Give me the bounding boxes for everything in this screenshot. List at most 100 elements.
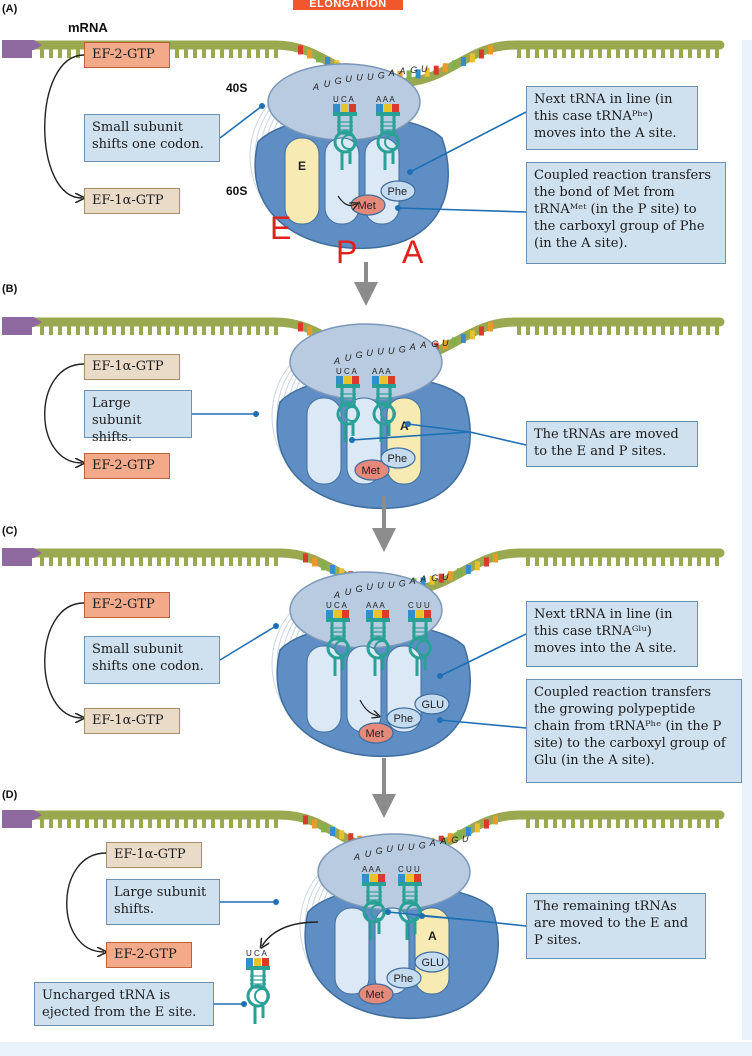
codon-letter: G (431, 339, 438, 349)
codon-letter: G (356, 350, 363, 360)
leader-small-shift-c (219, 625, 277, 661)
small-subunit-label: 40S (226, 81, 248, 95)
codon-letter: A (419, 340, 426, 350)
mrna-label: mRNA (68, 20, 108, 35)
uncharged-trna-note: Uncharged tRNA is ejected from the E sit… (34, 982, 214, 1026)
anticodon-letters: A A A (372, 367, 391, 376)
small-subunit-shift-note: Small subunit shifts one codon. (84, 114, 220, 162)
codon-letter: U (442, 338, 449, 348)
amino-acid-label: Phe (388, 186, 408, 198)
codon-letter: U (397, 842, 404, 852)
trna-glu-d: C U U (398, 865, 422, 940)
codon-letter: G (356, 584, 363, 594)
codon-letter: U (356, 72, 363, 82)
ef2-gtp-factor-b: EF-2-GTP (84, 453, 170, 479)
trnas-moved-note: The tRNAs are moved to the E and P sites… (526, 421, 698, 467)
ribosome-site (284, 137, 320, 225)
ribosome-a: E (249, 63, 449, 250)
remaining-trnas-note: The remaining tRNAs are moved to the E a… (526, 893, 706, 959)
transfer-arrow-a (337, 195, 356, 206)
trna-phe-b: A A A (372, 367, 396, 442)
large-subunit-shift-note-d: Large subunit shifts. (106, 879, 220, 925)
codon-letter: G (335, 76, 342, 86)
codon-letter: A (429, 838, 436, 848)
leader-polypeptide (439, 719, 527, 729)
ribosome-site (334, 907, 370, 995)
site-letter-e: E (270, 210, 292, 246)
amino-acid-label: GLU (422, 699, 445, 711)
footer-strip (0, 1042, 752, 1056)
polypeptide-transfer-note: Coupled reaction transfers the growing p… (526, 679, 742, 783)
small-subunit (289, 323, 443, 401)
codon-letter: U (377, 346, 384, 356)
anticodon-letters: U C A (333, 95, 355, 104)
codon-letter: U (345, 74, 352, 84)
ejected-trna: U C A (246, 949, 270, 1024)
codon-letter: A (439, 836, 446, 846)
mrna-5prime-cap (2, 40, 42, 50)
codon-letter: U (388, 346, 395, 356)
codon-letter: U (367, 72, 374, 82)
codon-letter: U (377, 580, 384, 590)
codon-letter: A (419, 574, 426, 584)
next-trna-note: Next tRNA in line (in this case tRNAᴾʰᵉ)… (526, 86, 698, 150)
codon-letter: A (409, 576, 416, 586)
cycle-arrow-b (44, 363, 84, 463)
anticodon-letters: U C A (326, 601, 348, 610)
trna-phe-a: A A A (376, 95, 400, 170)
phe-bubble-a: Phe (380, 180, 416, 202)
large-subunit-label: 60S (226, 184, 248, 198)
leader-moved-p (407, 423, 471, 433)
codon-letter: A (333, 356, 340, 366)
codon-letter: A (398, 66, 405, 76)
anticodon-letters: U C A (246, 949, 268, 958)
mrna-5prime-cap (2, 548, 42, 558)
codon-letter: U (388, 580, 395, 590)
ef1a-gtp-factor-b: EF-1α-GTP (84, 354, 180, 380)
ribosome-site-label: A (428, 929, 437, 943)
side-scroll-strip (742, 40, 752, 1040)
panel-c-letter: (C) (2, 525, 18, 537)
glu-bubble-d: GLU (414, 951, 450, 973)
amino-acid-label: Met (366, 728, 384, 740)
glu-bubble-c: GLU (414, 693, 450, 715)
ribosome-b: A (271, 323, 471, 510)
trna-glu-c: C U U (408, 601, 432, 676)
leader-remaining-p (421, 915, 471, 921)
met-bubble-a: Met (350, 194, 386, 216)
ribosome-site-label: E (298, 159, 306, 173)
codon-letter: U (442, 572, 449, 582)
coupled-reaction-note: Coupled reaction transfers the bond of M… (526, 162, 726, 264)
panel-a-letter: (A) (2, 3, 18, 15)
small-subunit (317, 833, 471, 911)
ribosome-d: A (299, 833, 499, 1020)
trna-met-a: U C A (333, 95, 357, 170)
phe-bubble-d: Phe (386, 967, 422, 989)
leader-small-shift (219, 105, 263, 139)
met-bubble-b: Met (354, 459, 390, 481)
cycle-arrow-a (44, 54, 84, 198)
leader-next-trna-glu (439, 633, 527, 677)
anticodon-letters: A A A (362, 865, 381, 874)
codon-letter: U (365, 849, 372, 859)
cycle-arrow-c (44, 602, 84, 718)
ribosome-site (414, 907, 450, 995)
codon-letter: A (353, 852, 360, 862)
codon-letter: G (399, 344, 406, 354)
panel-d-letter: (D) (2, 789, 18, 801)
anticodon-letters: C U U (398, 865, 420, 874)
amino-acid-label: Phe (388, 453, 408, 465)
codon-letter: G (376, 846, 383, 856)
codon-letter: U (324, 79, 331, 89)
leader-next-trna (409, 111, 527, 173)
codon-letter: U (345, 353, 352, 363)
amino-acid-label: Phe (394, 973, 414, 985)
anticodon-letters: A A A (376, 95, 395, 104)
panel-b-letter: (B) (2, 283, 18, 295)
met-bubble-d: Met (358, 983, 394, 1005)
eject-arrow (262, 921, 319, 946)
ribosome-site-label: A (400, 419, 409, 433)
codon-letter: U (366, 348, 373, 358)
